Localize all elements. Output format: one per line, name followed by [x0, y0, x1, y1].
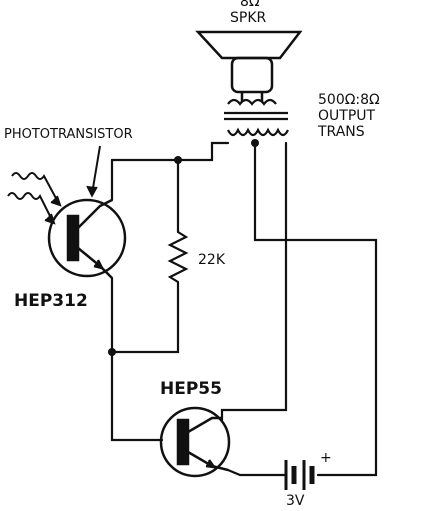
wire-center-tap	[253, 141, 378, 477]
phototransistor-base-bar	[66, 214, 80, 262]
phototransistor-symbol	[47, 145, 127, 279]
speaker-cone	[195, 30, 303, 60]
speaker-size-label: 8Ω	[240, 0, 260, 10]
junction-dot	[251, 139, 259, 147]
resistor-22k	[167, 231, 189, 283]
wire-resistor-bottom	[110, 280, 180, 354]
junctions	[108, 139, 259, 356]
wire-top	[110, 141, 230, 162]
transformer-core	[224, 111, 288, 121]
wire-emitter	[226, 468, 286, 477]
transformer-line2-label: OUTPUT	[318, 108, 376, 124]
transformer-symbol	[224, 98, 289, 137]
speaker-voice-coil	[240, 92, 264, 102]
speaker-symbol	[195, 30, 303, 102]
wires	[110, 141, 378, 477]
light-ray-head	[50, 195, 62, 207]
light-ray	[7, 192, 53, 221]
output-transistor-collector	[187, 416, 222, 434]
phototransistor-label: PHOTOTRANSISTOR	[4, 127, 133, 142]
phototransistor-body	[47, 198, 127, 278]
phototransistor-emitter	[77, 247, 113, 279]
output-transistor-emitter-arrow	[205, 459, 217, 469]
label-pointer	[91, 145, 101, 195]
transformer-ratio-label: 500Ω:8Ω	[318, 92, 380, 108]
output-transistor-symbol	[159, 406, 231, 478]
junction-dot	[174, 156, 182, 164]
transformer-primary	[227, 127, 289, 137]
phototransistor-emitter-arrow	[93, 259, 105, 270]
battery-symbol	[284, 460, 315, 490]
output-transistor-base-bar	[176, 418, 190, 466]
wire-base	[110, 350, 164, 442]
phototransistor-part-label: HEP312	[14, 291, 88, 311]
light-ray-head	[44, 213, 56, 225]
resistor-value-label: 22K	[198, 252, 226, 268]
battery-polarity-label: +	[320, 450, 332, 466]
junction-dot	[108, 348, 116, 356]
speaker-name-label: SPKR	[230, 10, 267, 26]
light-rays-icon	[7, 172, 62, 225]
phototransistor-collector	[77, 198, 113, 229]
wire-collector	[220, 141, 288, 422]
light-ray	[11, 172, 59, 203]
speaker-magnet	[230, 56, 274, 94]
transformer-secondary	[227, 98, 277, 106]
output-transistor-part-label: HEP55	[160, 379, 222, 399]
label-pointer-head	[86, 185, 98, 198]
output-transistor-body	[159, 406, 231, 478]
resistor-zigzag	[167, 231, 189, 283]
battery-voltage-label: 3V	[286, 493, 305, 509]
transformer-line3-label: TRANS	[317, 124, 365, 140]
